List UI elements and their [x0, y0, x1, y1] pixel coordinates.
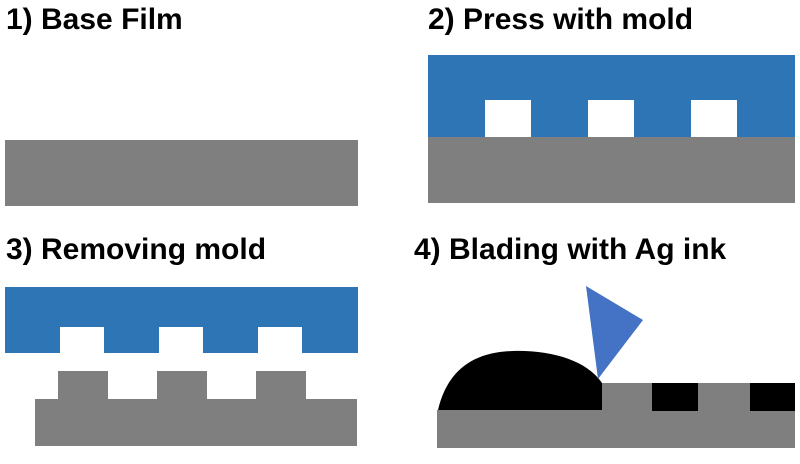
- film-bump: [698, 383, 750, 411]
- film-bump: [157, 371, 207, 400]
- film-base: [437, 410, 795, 448]
- film-bump: [602, 383, 652, 411]
- ink-bead: [438, 350, 602, 410]
- mold-tooth: [531, 100, 588, 137]
- step2-mold: [428, 55, 795, 137]
- mold-tooth: [5, 327, 60, 353]
- film-bump: [256, 371, 306, 400]
- blade-triangle: [586, 286, 643, 379]
- step1-base-film-rect: [5, 140, 358, 206]
- step3-mold: [5, 287, 358, 353]
- ink-filled-groove: [652, 383, 698, 411]
- step2-film-rect: [428, 137, 795, 203]
- mold-tooth: [104, 327, 159, 353]
- mold-bar: [5, 287, 358, 327]
- film-base: [35, 399, 357, 446]
- step3-patterned-film: [35, 371, 357, 446]
- mold-tooth: [737, 100, 795, 137]
- ink-filled-groove: [750, 383, 795, 411]
- step2-label: 2) Press with mold: [428, 3, 694, 36]
- mold-tooth: [634, 100, 691, 137]
- step4-patterned-film: [437, 383, 795, 448]
- mold-tooth: [302, 327, 358, 353]
- mold-tooth: [428, 100, 485, 137]
- step4-label: 4) Blading with Ag ink: [414, 233, 727, 266]
- step3-label: 3) Removing mold: [6, 233, 267, 266]
- film-bump: [58, 371, 108, 400]
- mold-bar: [428, 55, 795, 100]
- step4-ag-ink: [438, 350, 795, 411]
- mold-tooth: [203, 327, 258, 353]
- step1-label: 1) Base Film: [6, 3, 183, 36]
